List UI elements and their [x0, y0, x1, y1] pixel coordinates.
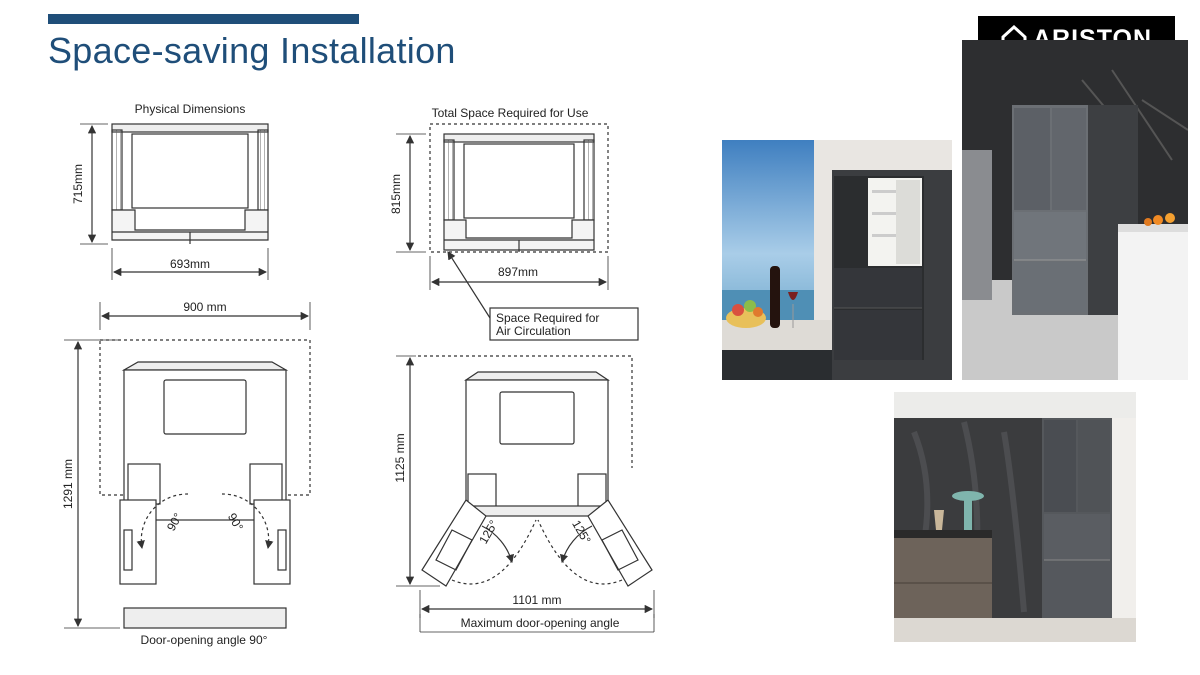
air-circulation-note-line2: Air Circulation	[496, 324, 571, 338]
total-space-diagram: Total Space Required for Use	[396, 106, 639, 341]
total-space-width-label: 897mm	[498, 265, 538, 279]
physical-width-label: 693mm	[170, 257, 210, 271]
door90-caption: Door-opening angle 90°	[141, 633, 268, 647]
door90-width-label: 900 mm	[183, 300, 226, 314]
photo-fridge-sea-view	[722, 140, 952, 380]
page-title: Space-saving Installation	[48, 30, 456, 71]
photo-fridge-dark-wall	[894, 392, 1136, 642]
accent-bar	[48, 14, 359, 24]
photo-fridge-dark-wall-image	[894, 392, 1136, 642]
photo-fridge-kitchen-image	[962, 40, 1188, 380]
door125-depth-label: 1125 mm	[393, 433, 407, 482]
total-space-caption: Total Space Required for Use	[432, 106, 589, 120]
door125-caption: Maximum door-opening angle	[461, 616, 620, 630]
photo-fridge-sea-view-image	[722, 140, 952, 380]
door90-depth-label: 1291 mm	[61, 459, 75, 509]
door-125-diagram	[396, 355, 655, 633]
diagram-svg: Physical Dimensions 715mm 693mm Total Sp…	[61, 102, 655, 647]
total-space-height-label: 815mm	[389, 174, 403, 214]
door125-width-label: 1101 mm	[512, 593, 561, 607]
physical-caption: Physical Dimensions	[135, 102, 246, 116]
installation-diagrams: Physical Dimensions 715mm 693mm Total Sp…	[0, 80, 700, 675]
physical-height-label: 715mm	[71, 164, 85, 204]
physical-dimensions-diagram: Physical Dimensions	[80, 102, 269, 280]
door-90-diagram	[64, 302, 311, 629]
air-circulation-note-line1: Space Required for	[496, 311, 599, 325]
photo-fridge-kitchen	[962, 40, 1188, 380]
door125-angle-right: 125°	[569, 518, 594, 547]
